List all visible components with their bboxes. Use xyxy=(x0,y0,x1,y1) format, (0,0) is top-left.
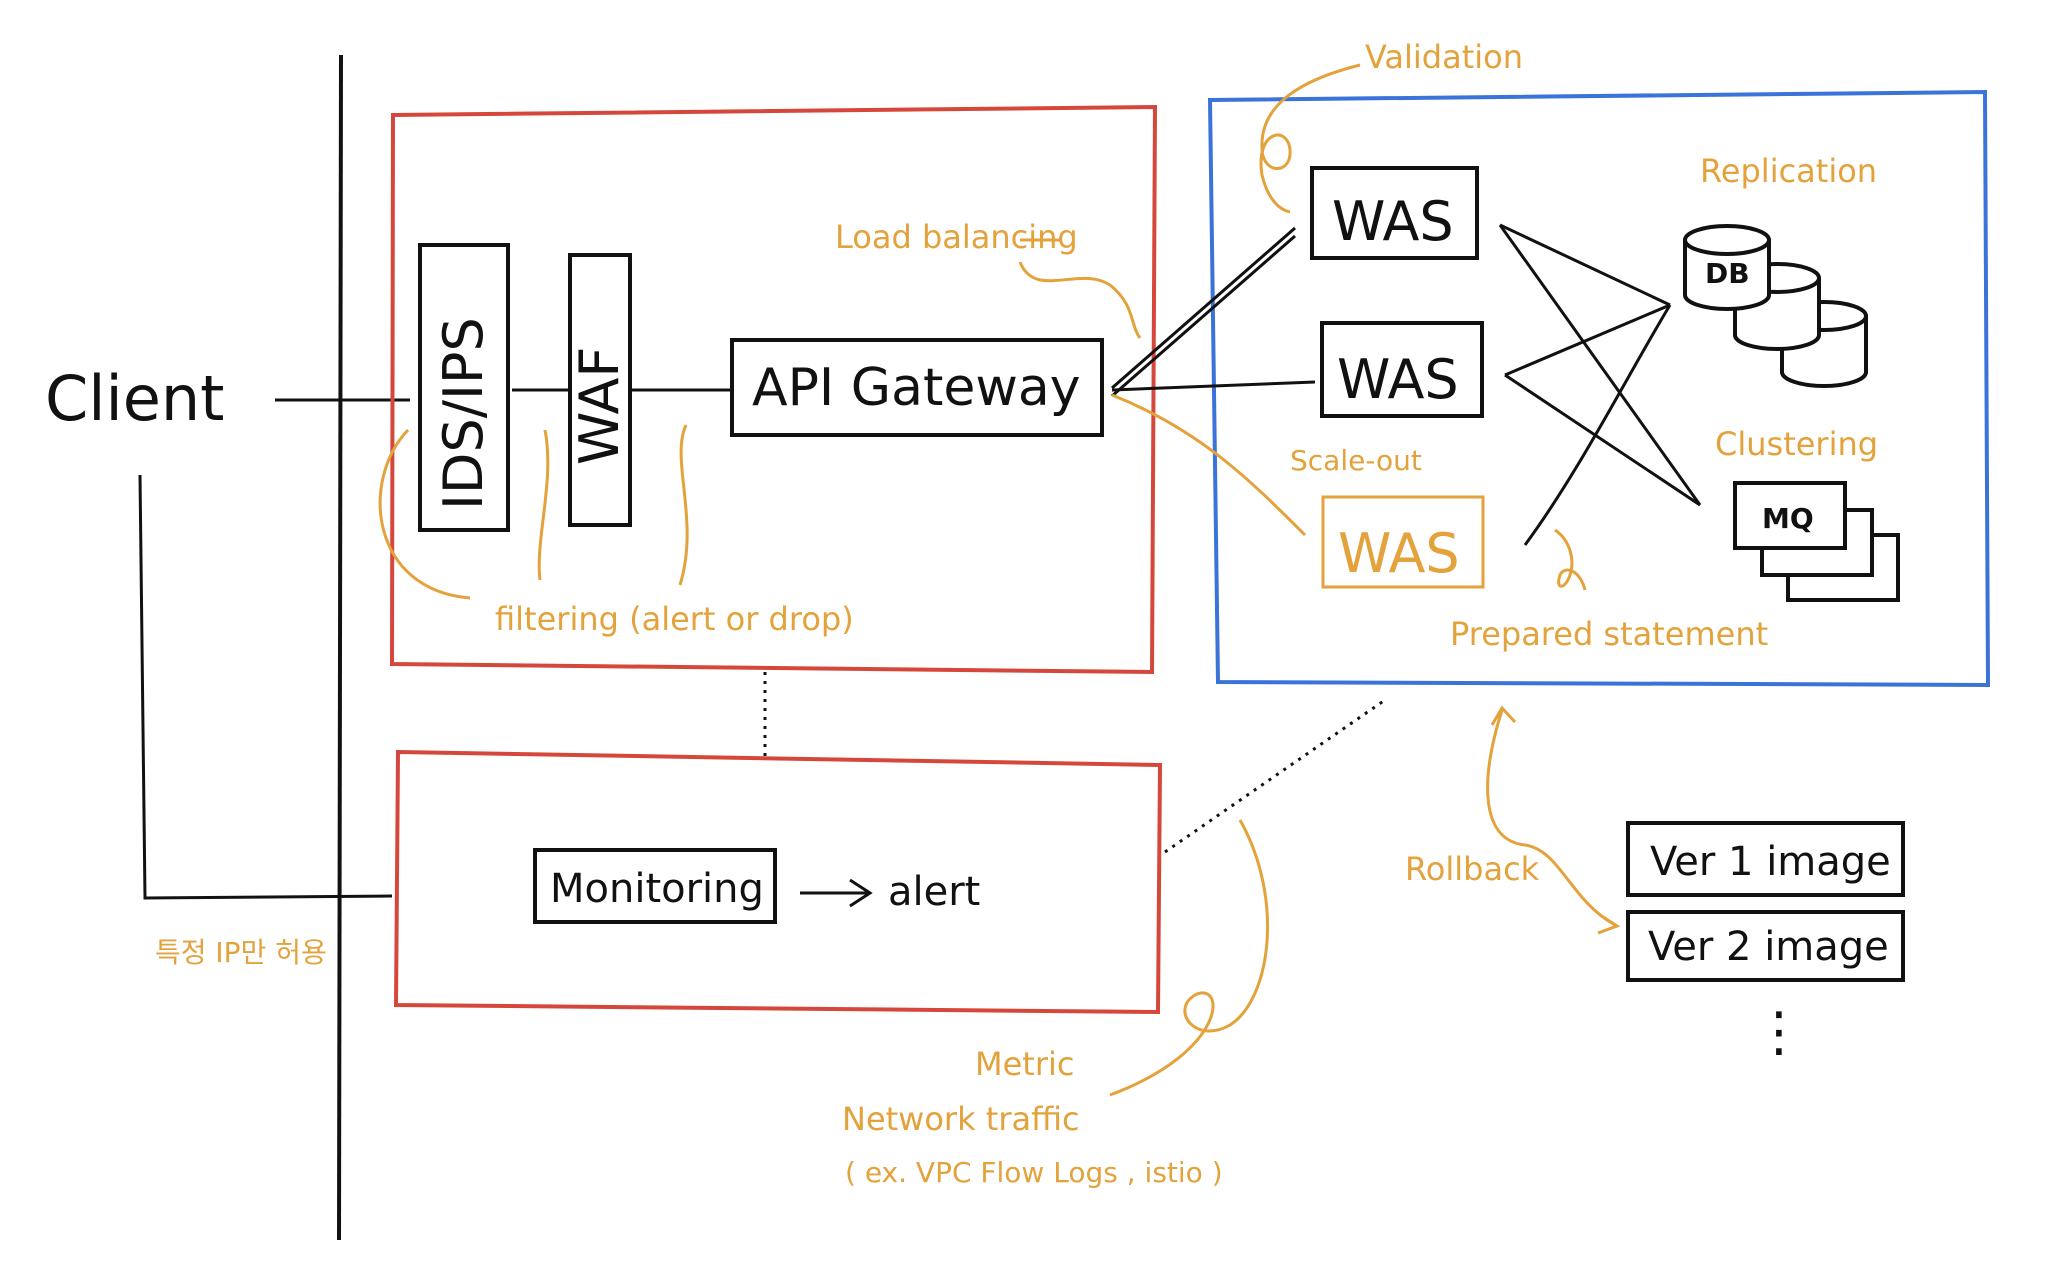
metric-leader xyxy=(1109,819,1270,1097)
was-box-scaled xyxy=(1321,495,1485,589)
filtering-leader-3 xyxy=(678,424,689,586)
prepared-statement-leader xyxy=(1554,528,1587,591)
rollback-arrow xyxy=(1486,705,1621,935)
ids-ips-box xyxy=(418,243,510,532)
gateway-was1-line-b xyxy=(1111,234,1296,398)
ver2-label: Ver 2 image xyxy=(1648,924,1889,970)
waf-box xyxy=(568,253,632,527)
backend-zone-box xyxy=(1207,89,1991,688)
gateway-was2-line xyxy=(1111,380,1316,392)
replication-label: Replication xyxy=(1700,152,1877,190)
clustering-label: Clustering xyxy=(1715,425,1878,463)
was-data-line-1 xyxy=(1498,224,1702,506)
was-data-line-2 xyxy=(1499,223,1671,307)
client-label: Client xyxy=(45,362,225,435)
ver1-box xyxy=(1626,821,1905,897)
load-balancing-label: Load balancing xyxy=(835,218,1078,256)
api-gateway-label: API Gateway xyxy=(752,358,1081,418)
ver1-label: Ver 1 image xyxy=(1650,839,1891,885)
monitoring-box xyxy=(533,848,777,924)
monitoring-backend-dotted xyxy=(1164,698,1386,854)
metric-label: Metric xyxy=(975,1045,1074,1083)
monitoring-label: Monitoring xyxy=(550,866,764,912)
monitoring-zone-box xyxy=(393,749,1163,1015)
was-label-1: WAS xyxy=(1332,190,1454,253)
network-boundary-line xyxy=(337,54,343,1241)
ids-ips-label: IDS/IPS xyxy=(432,317,495,510)
frontend-zone-box xyxy=(389,104,1158,675)
gateway-scaled-line xyxy=(1111,393,1307,537)
load-balancing-leader xyxy=(1018,238,1142,339)
ip-allow-label: 특정 IP만 허용 xyxy=(155,936,327,969)
filtering-leader-2 xyxy=(537,429,550,581)
was-label-2: WAS xyxy=(1337,348,1459,411)
db-cluster xyxy=(1683,224,1868,388)
was-data-line-4 xyxy=(1504,373,1701,507)
alert-label: alert xyxy=(888,869,980,915)
mq-box-1 xyxy=(1733,481,1847,550)
prepared-statement-label: Prepared statement xyxy=(1450,615,1768,653)
filtering-leader-1 xyxy=(378,428,471,600)
validation-leader xyxy=(1259,63,1361,214)
scale-out-label: Scale-out xyxy=(1290,444,1422,477)
db-label: DB xyxy=(1705,257,1750,290)
ver2-box xyxy=(1626,910,1905,982)
was-box-2 xyxy=(1320,321,1484,418)
network-traffic-label: Network traffic xyxy=(842,1100,1080,1138)
rollback-label: Rollback xyxy=(1405,850,1540,888)
alert-arrow xyxy=(800,878,873,908)
db-cylinder-1 xyxy=(1683,240,1771,311)
validation-label: Validation xyxy=(1365,38,1523,76)
mq-label: MQ xyxy=(1762,502,1814,535)
was-label-scaled: WAS xyxy=(1338,522,1460,585)
filtering-label: filtering (alert or drop) xyxy=(495,600,854,638)
was-data-line-5 xyxy=(1523,304,1672,546)
client-admin-path xyxy=(138,474,393,900)
ellipsis: ⋮ xyxy=(1752,1000,1806,1063)
api-gateway-box xyxy=(730,338,1104,437)
was-box-1 xyxy=(1310,166,1479,260)
db-cylinder-1-top xyxy=(1683,224,1771,256)
was-data-line-3 xyxy=(1504,303,1671,377)
gateway-was1-line xyxy=(1111,226,1296,390)
mq-cluster xyxy=(1733,481,1900,602)
waf-label: WAF xyxy=(568,347,631,465)
network-example-label: ( ex. VPC Flow Logs , istio ) xyxy=(845,1156,1223,1189)
